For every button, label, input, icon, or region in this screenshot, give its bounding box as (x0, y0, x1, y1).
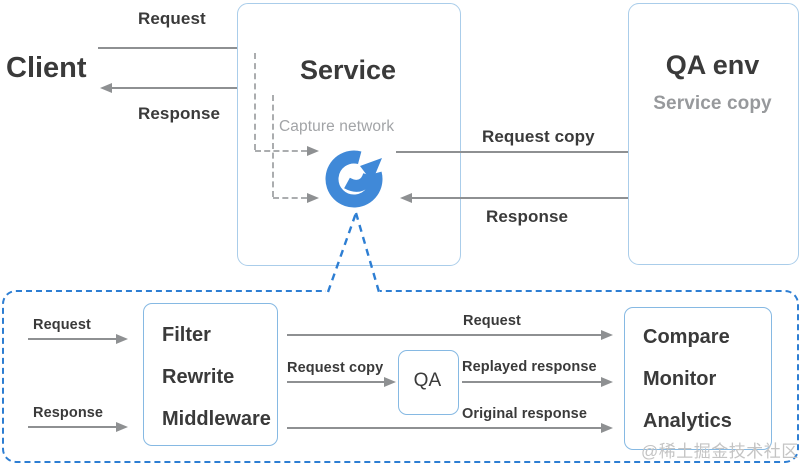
capture-tap-arrow-request (255, 146, 319, 156)
response-label-right: Response (486, 207, 569, 226)
request-arrow-bottom (28, 334, 128, 344)
response-arrow (100, 83, 286, 93)
replayed-response-arrow (462, 377, 613, 387)
qa-env-title: QA env (665, 50, 760, 80)
capture-tap-line-request (254, 53, 256, 150)
request-arrow-mid (287, 330, 613, 340)
qa-env-subtitle: Service copy (653, 93, 772, 114)
request-copy-arrow-bottom (287, 377, 396, 387)
response-arrow-bottom (28, 422, 128, 432)
request-label-mid: Request (463, 313, 521, 329)
response-arrow-right (400, 193, 667, 203)
client-label: Client (6, 52, 87, 84)
filter-box-item: Rewrite (162, 366, 235, 388)
watermark: @稀土掘金技术社区 (641, 442, 799, 461)
request-label-bottom: Request (33, 317, 91, 333)
capture-network-label: Capture network (279, 118, 395, 135)
compare-box: Compare Monitor Analytics (624, 307, 772, 450)
capture-tap-arrow-response (273, 193, 319, 203)
original-response-label: Original response (462, 406, 587, 422)
request-copy-label-bottom: Request copy (287, 360, 384, 376)
capture-tap-line-response (272, 95, 274, 197)
qa-box (398, 350, 459, 415)
original-response-arrow (287, 423, 613, 433)
detail-callout-frame (2, 290, 799, 463)
filter-box-item: Filter (162, 324, 211, 346)
replayed-response-label: Replayed response (462, 359, 597, 375)
request-copy-label-top: Request copy (482, 127, 595, 146)
request-label-top: Request (138, 9, 206, 28)
compare-box-item: Monitor (643, 368, 717, 390)
qa-env-box (628, 3, 799, 265)
callout-gap-patch (326, 287, 380, 294)
request-copy-arrow (396, 147, 662, 157)
goreplay-logo-icon (325, 150, 383, 208)
response-label-top: Response (138, 104, 221, 123)
service-title: Service (299, 55, 397, 85)
filter-box-item: Middleware (162, 408, 271, 430)
compare-box-item: Compare (643, 326, 730, 348)
filter-box: Filter Rewrite Middleware (143, 303, 278, 446)
compare-box-item: Analytics (643, 410, 732, 432)
qa-box-label: QA (413, 370, 442, 391)
response-label-bottom: Response (33, 405, 104, 421)
